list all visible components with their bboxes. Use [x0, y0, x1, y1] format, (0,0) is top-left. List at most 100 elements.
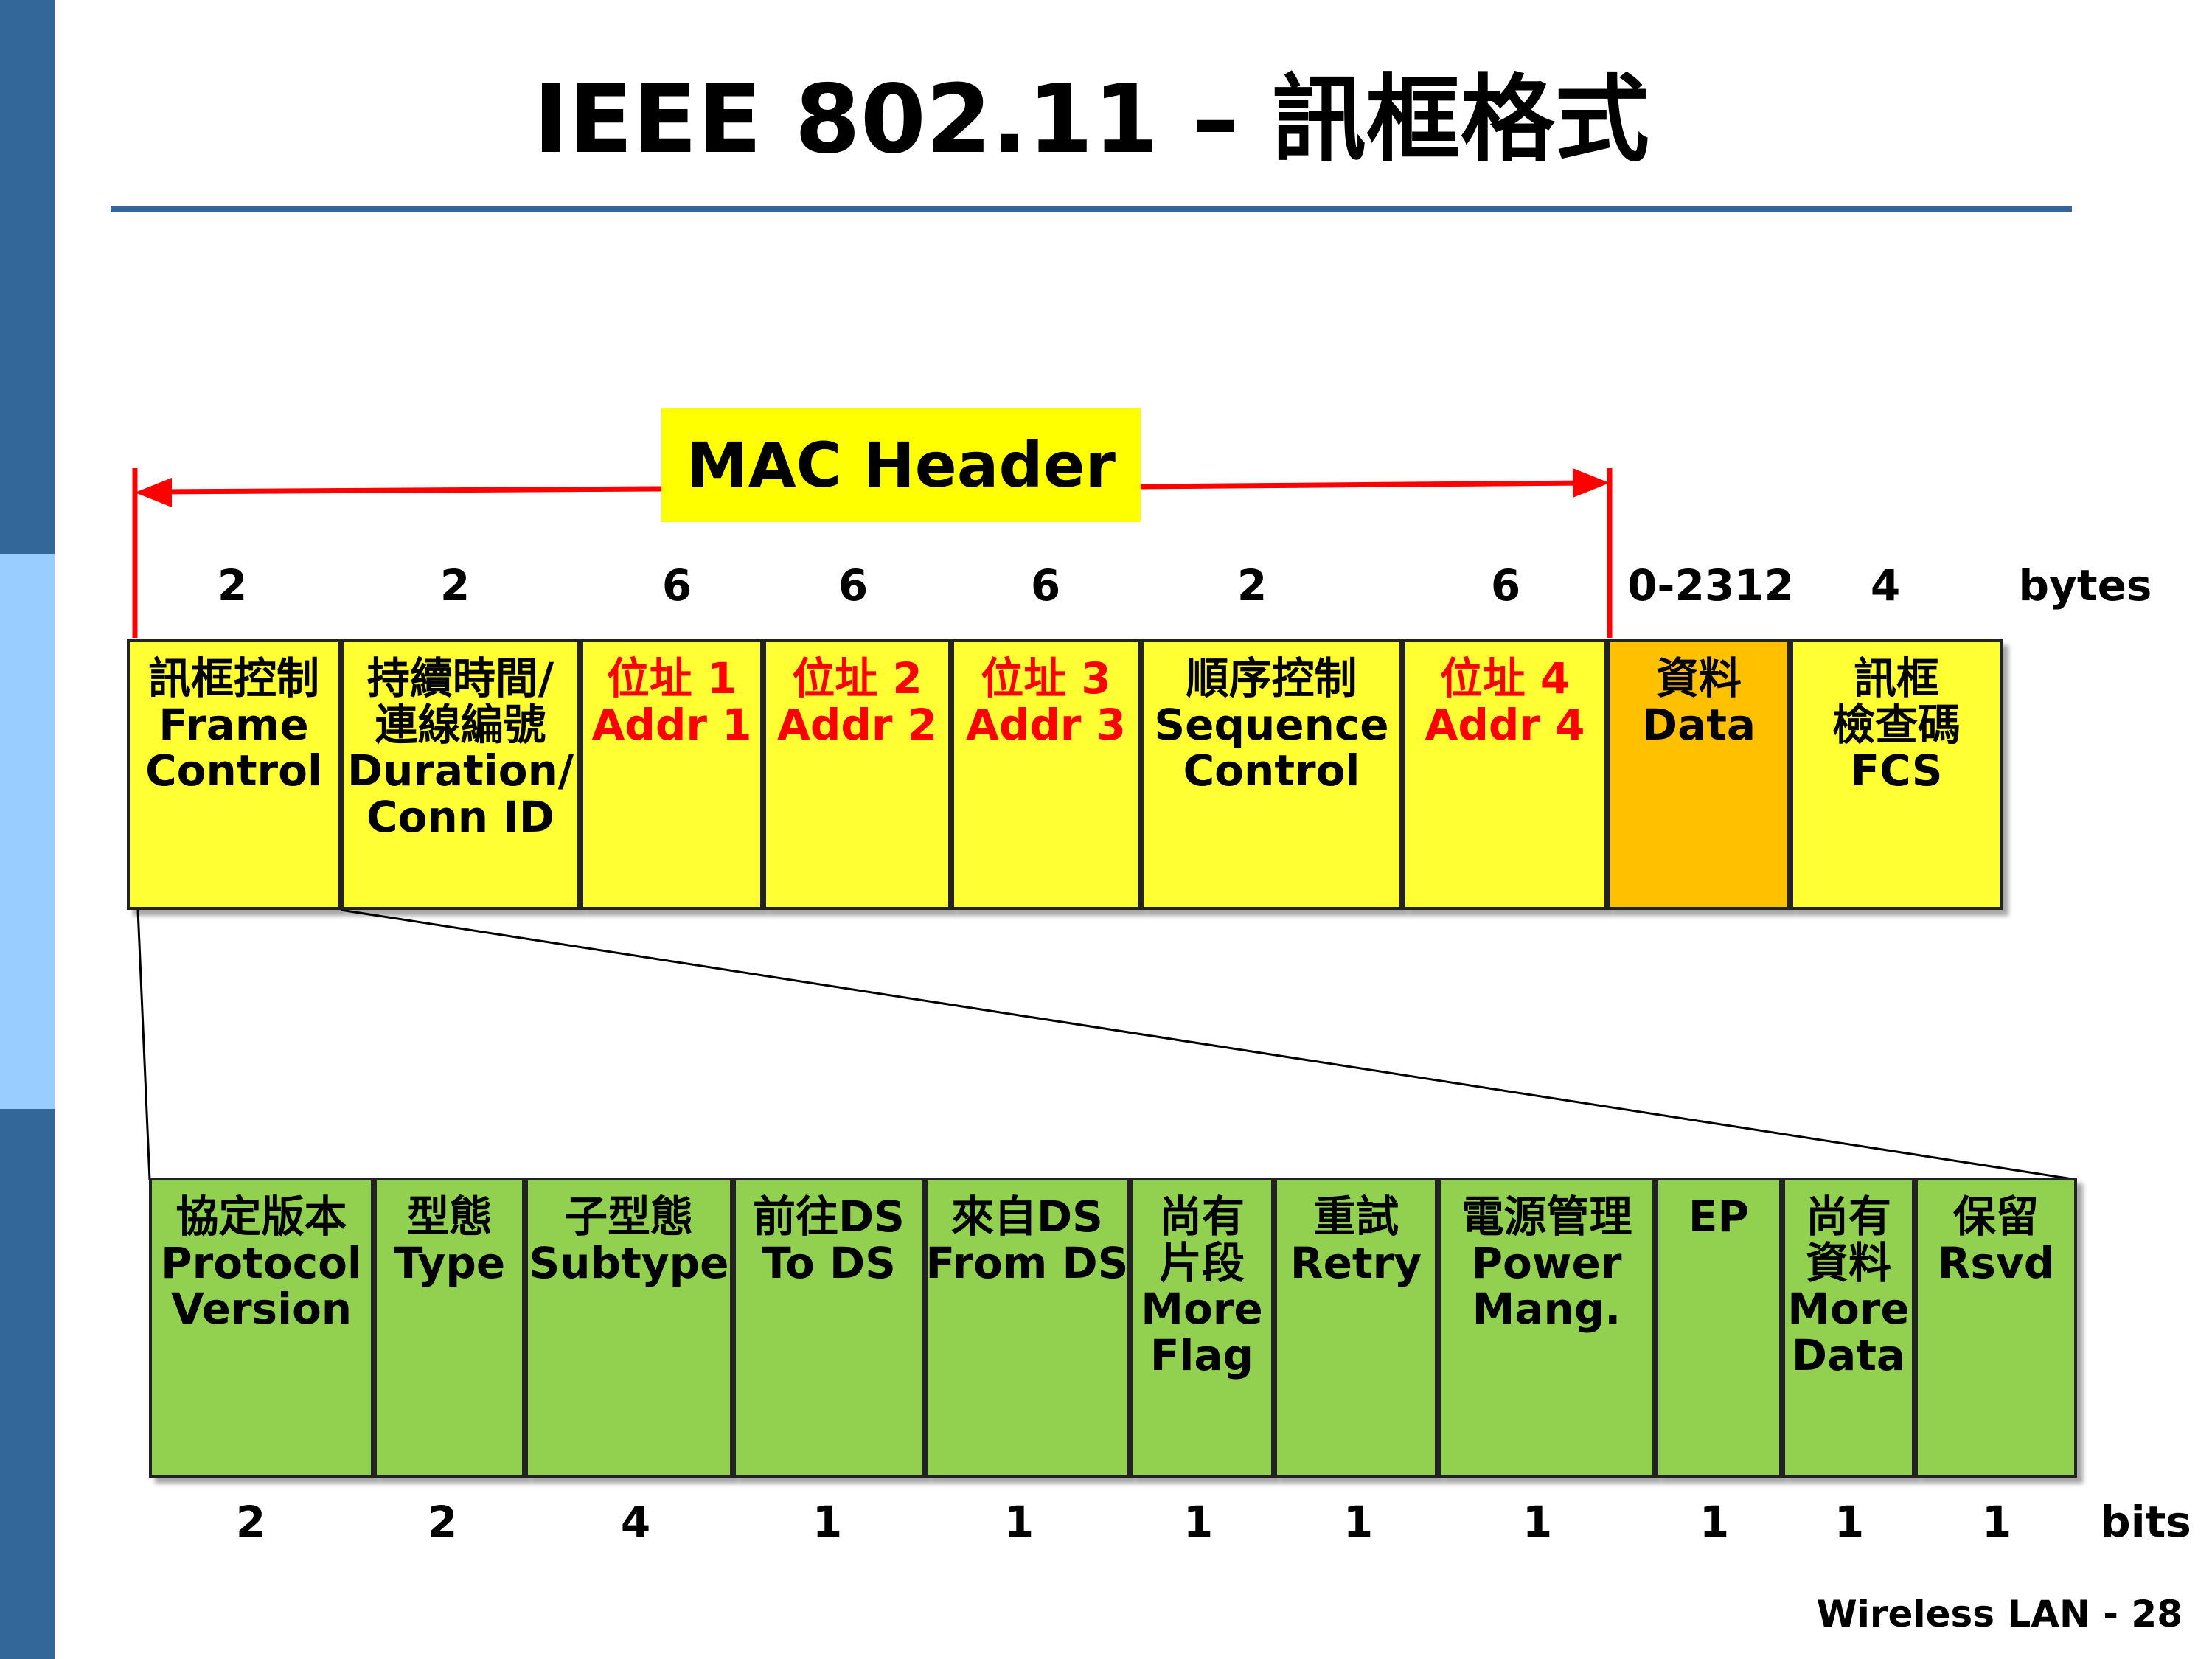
frame-field-addr1: 位址 1 Addr 1	[580, 639, 763, 910]
frame-field-addr4: 位址 4 Addr 4	[1402, 639, 1607, 910]
frame-field-sequence-control: 順序控制 Sequence Control	[1141, 639, 1402, 910]
sidebar-band-middle	[0, 554, 55, 1109]
bit-size-label: 1	[1343, 1497, 1374, 1547]
field-en-label: To DS	[762, 1237, 896, 1288]
field-zh-label: 前往DS	[753, 1192, 905, 1242]
field-en-label: Duration/	[347, 745, 574, 796]
field-en-label: Protocol	[161, 1237, 362, 1288]
field-zh-label: 保留	[1952, 1192, 2039, 1242]
field-zh-label: 持續時間/	[366, 653, 554, 703]
bit-size-label: 2	[427, 1497, 458, 1547]
frame-field-duration: 持續時間/ 連線編號 Duration/ Conn ID	[341, 639, 580, 910]
field-zh-label: 檢查碼	[1832, 699, 1961, 750]
field-en-label: More	[1787, 1284, 1910, 1335]
mac-header-arrowhead-left	[135, 478, 172, 507]
field-en-label: More	[1141, 1284, 1263, 1335]
frame-field-addr3: 位址 3 Addr 3	[951, 639, 1141, 910]
byte-size-label: 0-2312	[1627, 560, 1794, 611]
control-field-rsvd: 保留 Rsvd	[1915, 1178, 2077, 1478]
bit-size-label: 1	[812, 1497, 843, 1547]
byte-size-label: 4	[1870, 560, 1901, 611]
byte-size-label: 6	[1030, 560, 1061, 611]
mac-header-arrow-right-line	[1140, 480, 1586, 490]
byte-size-label: 6	[838, 560, 869, 611]
field-zh-label: 電源管理	[1461, 1192, 1632, 1242]
field-zh-label: 順序控制	[1186, 653, 1357, 703]
field-en-label: Data	[1791, 1329, 1906, 1380]
field-en-label: Flag	[1150, 1329, 1254, 1380]
mac-header-arrowhead-right	[1573, 468, 1610, 498]
field-zh-label: 位址 2	[792, 653, 922, 703]
bit-size-label: 2	[235, 1497, 266, 1547]
field-en-label: Addr 3	[965, 699, 1127, 750]
bit-size-label: 1	[1834, 1497, 1865, 1547]
field-en-label: Power	[1471, 1237, 1622, 1288]
bit-size-label: 1	[1183, 1497, 1214, 1547]
byte-size-label: 2	[439, 560, 470, 611]
bit-size-label: 4	[620, 1497, 651, 1547]
field-zh-label: 位址 1	[606, 653, 737, 703]
control-field-more-data: 尚有 資料 More Data	[1782, 1178, 1915, 1478]
field-en-label: Data	[1641, 699, 1756, 750]
byte-size-label: 6	[661, 560, 692, 611]
control-field-power-mang: 電源管理 Power Mang.	[1438, 1178, 1655, 1478]
bit-unit-label: bits	[2100, 1497, 2191, 1547]
field-en-label: Addr 4	[1425, 699, 1585, 750]
field-en-label: Frame	[159, 699, 309, 750]
page-title: IEEE 802.11 – 訊框格式	[533, 64, 1649, 175]
title-underline	[111, 206, 2072, 212]
field-zh-label: 重試	[1312, 1192, 1399, 1242]
sidebar-band-top	[0, 0, 55, 554]
field-en-label: Rsvd	[1937, 1237, 2055, 1288]
frame-field-frame-control: 訊框控制 Frame Control	[127, 639, 341, 910]
field-zh-label: 片段	[1158, 1237, 1245, 1288]
field-zh-label: 尚有	[1158, 1192, 1245, 1242]
field-zh-label: 資料	[1655, 653, 1742, 703]
field-zh-label: 位址 4	[1439, 653, 1571, 703]
field-en-label: FCS	[1850, 745, 1943, 796]
field-zh-label: 型態	[406, 1192, 493, 1242]
bit-size-label: 1	[1004, 1497, 1034, 1547]
bit-size-label: 1	[1981, 1497, 2012, 1547]
field-zh-label: 協定版本	[175, 1192, 347, 1242]
frame-field-data: 資料 Data	[1607, 639, 1790, 910]
field-en-label: Control	[1183, 745, 1360, 796]
field-en-label: Subtype	[529, 1237, 729, 1288]
field-en-label: Addr 2	[776, 699, 938, 750]
field-zh-label: 子型態	[564, 1192, 693, 1242]
control-field-ep: EP	[1655, 1178, 1782, 1478]
field-en-label: Type	[393, 1237, 506, 1288]
slide-footer: Wireless LAN - 28	[1816, 1593, 2183, 1635]
field-en-label: Mang.	[1472, 1284, 1621, 1335]
expand-line-left	[136, 909, 151, 1180]
control-field-type: 型態 Type	[374, 1178, 525, 1478]
control-field-subtype: 子型態 Subtype	[525, 1178, 733, 1478]
field-en-label: Control	[145, 745, 322, 796]
control-field-from-ds: 來自DS From DS	[925, 1178, 1130, 1478]
field-en-label: Conn ID	[366, 791, 554, 842]
control-field-retry: 重試 Retry	[1274, 1178, 1438, 1478]
mac-header-label: MAC Header	[661, 408, 1141, 522]
field-en-label: Addr 1	[591, 699, 752, 750]
expand-line-right	[340, 908, 2078, 1181]
field-en-label: Retry	[1290, 1237, 1422, 1288]
control-field-to-ds: 前往DS To DS	[733, 1178, 925, 1478]
byte-size-label: 6	[1490, 560, 1521, 611]
frame-field-fcs: 訊框 檢查碼 FCS	[1790, 639, 2003, 910]
sidebar-band-bottom	[0, 1109, 55, 1659]
field-zh-label: 資料	[1805, 1237, 1891, 1288]
byte-size-label: 2	[217, 560, 248, 611]
field-zh-label: 連線編號	[375, 699, 546, 750]
bit-size-label: 1	[1699, 1497, 1730, 1547]
field-zh-label: 尚有	[1805, 1192, 1891, 1242]
field-zh-label: 訊框	[1853, 653, 1939, 703]
bit-size-label: 1	[1522, 1497, 1553, 1547]
field-en-label: Sequence	[1154, 699, 1389, 750]
field-en-label: EP	[1688, 1192, 1750, 1242]
frame-field-addr2: 位址 2 Addr 2	[763, 639, 951, 910]
mac-header-arrow-left-line	[158, 486, 662, 495]
byte-unit-label: bytes	[2018, 560, 2152, 611]
byte-size-label: 2	[1237, 560, 1267, 611]
control-field-protocol-version: 協定版本 Protocol Version	[149, 1178, 374, 1478]
